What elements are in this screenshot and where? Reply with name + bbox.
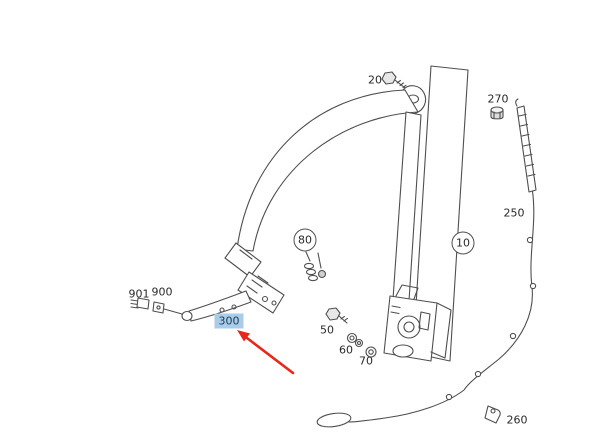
- part-callout-80[interactable]: 80: [293, 228, 317, 252]
- bolt-20-icon: [381, 71, 407, 89]
- washer-70-icon: [365, 346, 377, 358]
- part-callout-260[interactable]: 260: [506, 413, 528, 427]
- part-callout-10[interactable]: 10: [451, 231, 475, 255]
- part-callout-20[interactable]: 20: [368, 73, 382, 87]
- end-bracket-260-icon: [484, 405, 501, 424]
- release-cable-icon: [316, 190, 537, 428]
- part-callout-70[interactable]: 70: [359, 354, 373, 368]
- part-callout-250[interactable]: 250: [503, 206, 525, 220]
- retractor-assembly: [383, 284, 452, 362]
- boundary-frame: [412, 65, 469, 362]
- buckle-housing: [237, 271, 285, 314]
- anchor-arm: [181, 290, 252, 322]
- adjuster-rod-250-icon: [515, 98, 537, 193]
- cable-loop-icon: [316, 412, 352, 428]
- part-callout-300[interactable]: 300: [214, 313, 244, 329]
- part-callout-50[interactable]: 50: [320, 323, 334, 337]
- part-callout-901[interactable]: 901: [128, 287, 150, 301]
- part-callout-270[interactable]: 270: [487, 92, 509, 106]
- bolt-50-icon: [325, 307, 348, 324]
- spring-and-pin-icon: [303, 251, 327, 282]
- washers-60-icon: [346, 332, 364, 348]
- part-callout-60[interactable]: 60: [339, 343, 353, 357]
- end-fitting-icons: [130, 297, 183, 315]
- hex-nut-270-icon: [490, 106, 504, 120]
- pointer-arrow-icon: [237, 330, 295, 375]
- part-callout-900[interactable]: 900: [151, 285, 173, 299]
